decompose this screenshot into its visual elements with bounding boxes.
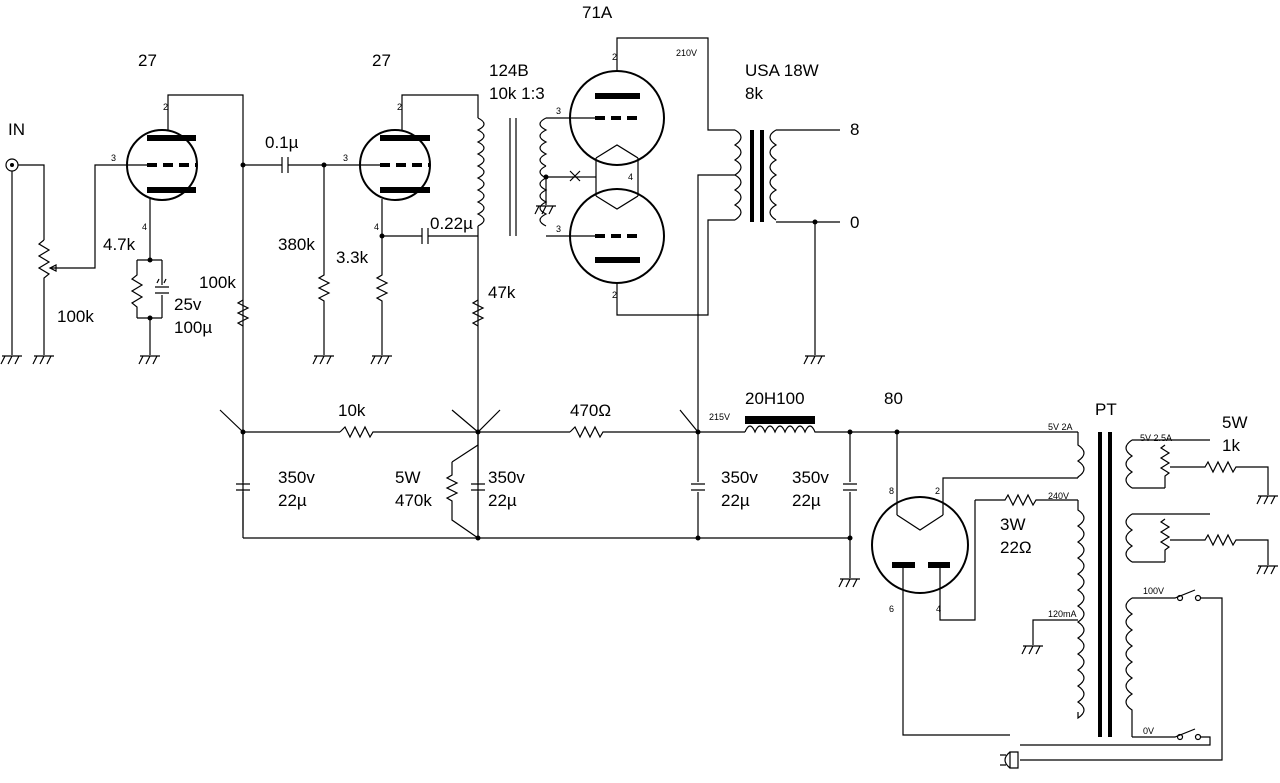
b-plus-rail: [219, 409, 1078, 439]
pt-120ma-label: 120mA: [1048, 609, 1077, 619]
coupling-capacitor: [240, 157, 360, 173]
tap-0-label: 0: [850, 213, 859, 232]
output-transformer: [697, 129, 840, 432]
c-k1-label: 100µ: [174, 318, 212, 337]
svg-text:3: 3: [556, 224, 561, 234]
input-jack: [5, 158, 45, 355]
tap-8-label: 8: [850, 120, 859, 139]
c2-voltage-label: 350v: [488, 468, 525, 487]
r-p1-label: 100k: [199, 273, 236, 292]
r-k2-label: 3.3k: [336, 248, 369, 267]
tube-v1-label: 27: [138, 51, 157, 70]
c2-label: 22µ: [488, 491, 517, 510]
series-resistor: [975, 493, 1078, 507]
grid-resistor-v2: [312, 162, 334, 365]
svg-text:2: 2: [935, 486, 940, 496]
c1-label: 22µ: [278, 491, 307, 510]
interstage-label: 124B: [489, 61, 529, 80]
tube-v1: 2 3 4: [111, 94, 244, 530]
r-dec2-label: 470Ω: [570, 401, 611, 420]
c-fb-label: 0.22µ: [430, 214, 473, 233]
svg-text:4: 4: [628, 172, 633, 182]
c3-voltage-label: 350v: [721, 468, 758, 487]
rectifier-label: 80: [884, 389, 903, 408]
plate-resistor-v2: [471, 299, 485, 327]
svg-text:3: 3: [111, 153, 116, 163]
output-transformer-label: USA 18W: [745, 61, 819, 80]
pt-5v2a-label: 5V 2A: [1048, 422, 1073, 432]
volume-pot: [37, 164, 130, 355]
filament-link: 4: [569, 158, 639, 196]
cathode-resistor-v2: [370, 233, 392, 365]
rs-label: 22Ω: [1000, 538, 1032, 557]
output-tube-label: 71A: [582, 3, 613, 22]
r-g2-label: 380k: [278, 235, 315, 254]
plate-resistor-v1: [236, 299, 250, 327]
plate-voltage-label: 210V: [676, 48, 697, 58]
cathode-network-v1: [130, 257, 169, 365]
tube-v2-label: 27: [372, 51, 391, 70]
svg-text:4: 4: [374, 222, 379, 232]
svg-text:3: 3: [343, 153, 348, 163]
c-k1-voltage-label: 25v: [174, 295, 202, 314]
c4-voltage-label: 350v: [792, 468, 829, 487]
svg-text:3: 3: [556, 106, 561, 116]
output-tube-lower: 2: [569, 188, 735, 316]
svg-text:8: 8: [889, 486, 894, 496]
pot-label: 100k: [57, 307, 94, 326]
mains-plug: [1000, 751, 1019, 769]
c1-voltage-label: 350v: [278, 468, 315, 487]
r-k1-label: 4.7k: [103, 235, 136, 254]
svg-text:4: 4: [936, 604, 941, 614]
interstage-transformer: 3 3: [476, 106, 580, 530]
power-transformer: [1020, 432, 1278, 761]
bias-r-label: 1k: [1222, 436, 1240, 455]
b-plus-label: 215V: [709, 412, 730, 422]
c3-label: 22µ: [721, 491, 750, 510]
ground-symbol: [0, 355, 54, 365]
c-couple-label: 0.1µ: [265, 133, 299, 152]
svg-text:6: 6: [889, 604, 894, 614]
input-label: IN: [8, 120, 25, 139]
feedback-capacitor: [382, 228, 478, 244]
bias-watt-label: 5W: [1222, 413, 1248, 432]
tube-v2: 2 3 4: [343, 94, 479, 236]
svg-text:2: 2: [397, 102, 402, 112]
r-p2-label: 47k: [488, 283, 516, 302]
svg-text:2: 2: [612, 290, 617, 300]
pt-100v-label: 100V: [1143, 586, 1164, 596]
output-tube-upper: 2: [569, 37, 735, 166]
filter-capacitors: [236, 432, 860, 588]
c4-label: 22µ: [792, 491, 821, 510]
r-dec1-label: 10k: [338, 401, 366, 420]
svg-text:4: 4: [142, 222, 147, 232]
pt-5v25a-label: 5V 2.5A: [1140, 433, 1172, 443]
pt-0v-label: 0V: [1143, 726, 1154, 736]
choke-label: 20H100: [745, 389, 805, 408]
pt-label: PT: [1095, 400, 1117, 419]
bleeder-label: 470k: [395, 491, 432, 510]
svg-text:2: 2: [163, 102, 168, 112]
output-impedance-label: 8k: [745, 84, 763, 103]
pt-240v-label: 240V: [1048, 491, 1069, 501]
svg-text:2: 2: [612, 52, 617, 62]
rs-watt-label: 3W: [1000, 515, 1026, 534]
bleeder-watt-label: 5W: [395, 468, 421, 487]
interstage-ratio-label: 10k 1:3: [489, 84, 545, 103]
rectifier-tube: 8 2 6 4: [871, 432, 1078, 736]
